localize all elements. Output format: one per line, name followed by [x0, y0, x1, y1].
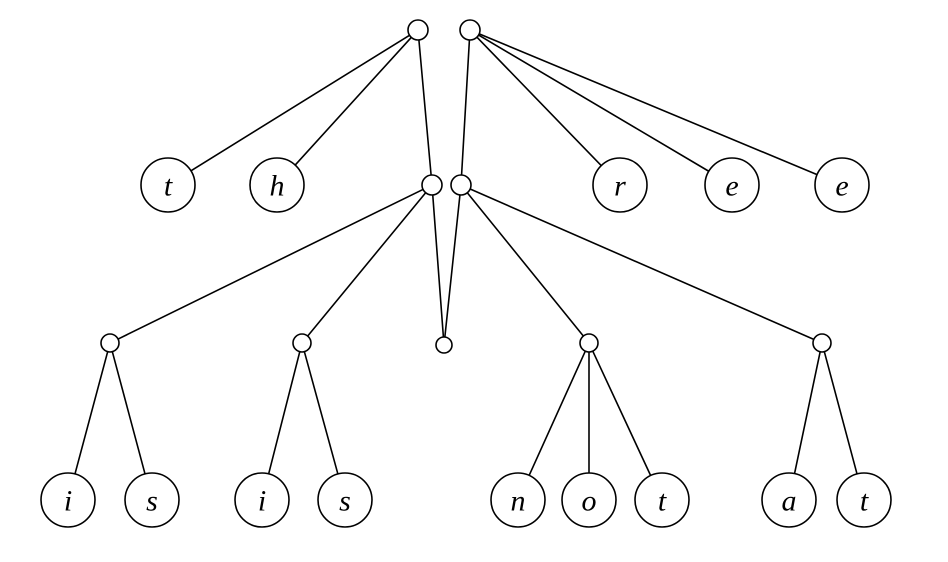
mid-node-left[interactable] [421, 174, 443, 196]
leaf-node-s-1-label: s [146, 485, 158, 518]
root-node-left[interactable] [407, 19, 429, 41]
leaf-node-s-2-circle[interactable] [317, 472, 373, 528]
edge-midright-sub3 [466, 191, 585, 337]
leaf-node-i-1-circle[interactable] [40, 472, 96, 528]
leaf-node-s-1-circle[interactable] [124, 472, 180, 528]
mid-node-right[interactable] [450, 174, 472, 196]
sub-node-at[interactable] [812, 333, 832, 353]
edge-rootleft-t [190, 34, 411, 172]
leaf-node-t-1[interactable]: t [140, 157, 196, 213]
leaf-node-s-2[interactable]: s [317, 472, 373, 528]
leaf-node-t-1-label: t [164, 170, 173, 203]
root-node-right[interactable] [459, 19, 481, 41]
leaf-node-a[interactable]: a [761, 472, 817, 528]
leaf-node-s-1[interactable]: s [124, 472, 180, 528]
leaf-node-h[interactable]: h [249, 157, 305, 213]
edge-rootright-midright [460, 39, 471, 176]
leaf-node-e-2-circle[interactable] [814, 157, 870, 213]
leaf-node-t-2-circle[interactable] [634, 472, 690, 528]
edge-sub2-s2 [303, 350, 339, 475]
sub-node-empty-circle[interactable] [435, 336, 453, 354]
edge-sub3-n [528, 350, 587, 477]
node-layer: t h r e e i s i s n o t a t [40, 19, 892, 528]
leaf-node-o[interactable]: o [561, 472, 617, 528]
leaf-node-n-circle[interactable] [490, 472, 546, 528]
edge-midleft-sub2 [306, 191, 427, 337]
leaf-node-n-label: n [511, 485, 526, 518]
leaf-node-r[interactable]: r [592, 157, 648, 213]
sub-node-not[interactable] [579, 333, 599, 353]
edge-midright-sub4 [469, 188, 815, 341]
leaf-node-a-circle[interactable] [761, 472, 817, 528]
leaf-node-a-label: a [782, 485, 797, 518]
leaf-node-s-2-label: s [339, 485, 351, 518]
leaf-node-e-1[interactable]: e [704, 157, 760, 213]
leaf-node-h-label: h [270, 170, 285, 203]
leaf-node-i-1-label: i [64, 485, 72, 518]
edge-layer [74, 33, 858, 477]
leaf-node-t-1-circle[interactable] [140, 157, 196, 213]
sub-node-at-circle[interactable] [812, 333, 832, 353]
edge-rootright-e2 [478, 33, 818, 176]
leaf-node-h-circle[interactable] [249, 157, 305, 213]
edge-rootright-e1 [477, 34, 710, 173]
edge-midright-subnil [444, 194, 461, 338]
leaf-node-i-2-circle[interactable] [234, 472, 290, 528]
leaf-node-e-1-circle[interactable] [704, 157, 760, 213]
leaf-node-r-label: r [614, 170, 626, 203]
root-node-right-circle[interactable] [459, 19, 481, 41]
edge-sub4-t3 [823, 350, 858, 475]
sub-node-is-2-circle[interactable] [292, 333, 312, 353]
leaf-node-t-3-label: t [860, 485, 869, 518]
leaf-node-i-2-label: i [258, 485, 266, 518]
edge-sub1-s1 [111, 350, 146, 475]
sub-node-empty[interactable] [435, 336, 453, 354]
mid-node-right-circle[interactable] [450, 174, 472, 196]
edge-sub4-a [793, 351, 821, 475]
edge-rootright-r [476, 36, 603, 167]
sub-node-is-1-circle[interactable] [100, 333, 120, 353]
leaf-node-o-circle[interactable] [561, 472, 617, 528]
leaf-node-t-3-circle[interactable] [836, 472, 892, 528]
leaf-node-t-2[interactable]: t [634, 472, 690, 528]
leaf-node-i-2[interactable]: i [234, 472, 290, 528]
leaf-node-t-3[interactable]: t [836, 472, 892, 528]
sub-node-is-1[interactable] [100, 333, 120, 353]
leaf-node-e-1-label: e [725, 170, 738, 203]
edge-midleft-sub1 [117, 188, 424, 340]
edge-sub1-i1 [74, 350, 109, 475]
edge-rootleft-h [294, 36, 413, 166]
leaf-node-e-2-label: e [835, 170, 848, 203]
mid-node-left-circle[interactable] [421, 174, 443, 196]
leaf-node-t-2-label: t [658, 485, 667, 518]
edge-rootleft-midleft [418, 39, 432, 176]
edge-sub2-i2 [267, 350, 301, 475]
sub-node-not-circle[interactable] [579, 333, 599, 353]
leaf-node-o-label: o [582, 485, 597, 518]
leaf-node-i-1[interactable]: i [40, 472, 96, 528]
leaf-node-n[interactable]: n [490, 472, 546, 528]
root-node-left-circle[interactable] [407, 19, 429, 41]
sub-node-is-2[interactable] [292, 333, 312, 353]
edge-midleft-subnil [431, 194, 445, 338]
leaf-node-r-circle[interactable] [592, 157, 648, 213]
leaf-node-e-2[interactable]: e [814, 157, 870, 213]
edge-sub3-t2 [591, 350, 652, 477]
